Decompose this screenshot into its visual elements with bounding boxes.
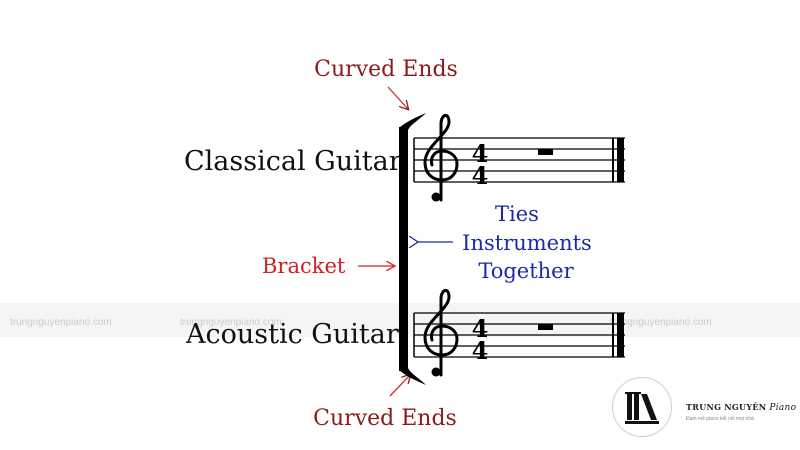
brand-tagline: Đam mê piano kết nối mọi nhà: [686, 416, 754, 422]
watermark-text: trungnguyenpiano.com: [610, 317, 712, 328]
treble-clef-icon: [423, 114, 459, 202]
acoustic-guitar-label: Acoustic Guitar: [185, 319, 399, 350]
arrow-curved-ends-bottom: [389, 375, 410, 397]
system-bracket: [399, 113, 426, 385]
classical-guitar-label: Classical Guitar: [184, 146, 402, 177]
whole-rest-icon: [538, 324, 553, 330]
ties-label-line3: Together: [478, 259, 574, 283]
brand-logo: [612, 377, 672, 437]
staff-acoustic-guitar: 4 4: [413, 289, 625, 377]
bracket-label: Bracket: [262, 254, 346, 278]
piano-logo-icon: [625, 392, 659, 424]
staff-classical-guitar: 4 4: [413, 114, 625, 202]
curved-ends-bottom-label: Curved Ends: [313, 406, 457, 431]
watermark-text: trungnguyenpiano.com: [10, 317, 112, 328]
whole-rest-icon: [538, 149, 553, 155]
time-signature-numerator: 4: [472, 314, 489, 343]
treble-clef-icon: [423, 289, 459, 377]
time-signature-numerator: 4: [472, 139, 489, 168]
brand-script-text: Piano: [769, 403, 797, 413]
ties-label-line2: Instruments: [462, 231, 592, 255]
arrow-curved-ends-top: [387, 86, 408, 109]
brand-name-text: TRUNG NGUYÊN: [686, 402, 767, 412]
time-signature-denominator: 4: [472, 161, 489, 190]
time-signature-denominator: 4: [472, 336, 489, 365]
ties-label-line1: Ties: [495, 202, 539, 226]
curved-ends-top-label: Curved Ends: [314, 57, 458, 82]
watermark-text: trungnguyenpiano.com: [180, 317, 282, 328]
